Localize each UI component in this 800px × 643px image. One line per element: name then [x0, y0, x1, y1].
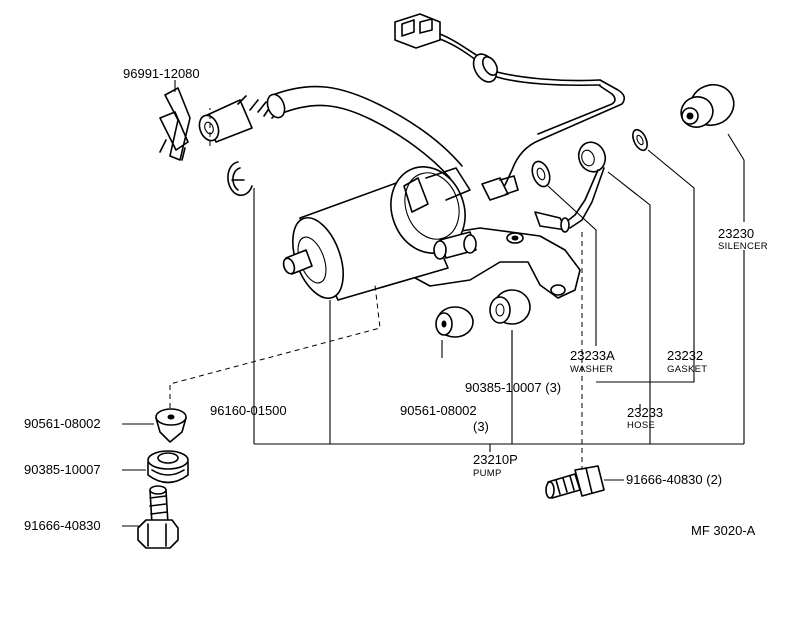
cushion-center-icon — [435, 306, 474, 338]
tube-line — [537, 85, 616, 135]
snap-ring-icon — [227, 161, 253, 197]
label-silencer-name: SILENCER — [718, 241, 768, 252]
label-grommet-center: 90385-10007 (3) — [465, 380, 562, 395]
silencer-icon — [680, 83, 735, 128]
label-cushion-center-qty: (3) — [473, 419, 489, 434]
label-cushion-center: 90561-08002 — [400, 403, 477, 418]
diagram-code: MF 3020-A — [691, 523, 756, 538]
label-silencer-number: 23230 — [718, 226, 755, 241]
label-pump-name: PUMP — [473, 468, 502, 479]
leader-lines — [122, 80, 745, 527]
label-bolt-left: 91666-40830 — [24, 518, 101, 533]
label-gasket-name: GASKET — [667, 364, 708, 375]
label-cushion-left: 90561-08002 — [24, 416, 101, 431]
tube-line — [504, 79, 626, 186]
connector-icon — [394, 13, 479, 61]
label-hose-number: 23233 — [627, 405, 664, 420]
label-washer-name: WASHER — [570, 364, 614, 375]
wire-line — [496, 71, 601, 82]
bolt-right-icon — [545, 465, 605, 499]
large-hose-icon — [198, 85, 463, 179]
label-pump-number: 23210P — [473, 452, 518, 467]
label-clip: 96991-12080 — [123, 66, 200, 81]
install-dashed-lines — [169, 108, 583, 470]
cushion-left-icon — [155, 408, 187, 443]
label-bolt-right: 91666-40830 (2) — [626, 472, 723, 487]
label-grommet-left: 90385-10007 — [24, 462, 101, 477]
grommet-left-icon — [147, 450, 189, 484]
bolt-left-icon — [137, 485, 179, 549]
hose-icon — [565, 141, 607, 229]
grommet-icon — [472, 53, 499, 83]
label-hose-name: HOSE — [627, 420, 656, 431]
clip-icon — [159, 87, 191, 161]
label-washer-number: 23233A — [570, 348, 615, 363]
pump-icon — [282, 166, 581, 301]
wire-line — [496, 76, 601, 87]
grommet-center-icon — [489, 289, 531, 325]
washer-icon — [531, 160, 551, 188]
label-snap-ring: 96160-01500 — [210, 403, 287, 418]
gasket-icon — [632, 128, 648, 152]
label-gasket-number: 23232 — [667, 348, 704, 363]
